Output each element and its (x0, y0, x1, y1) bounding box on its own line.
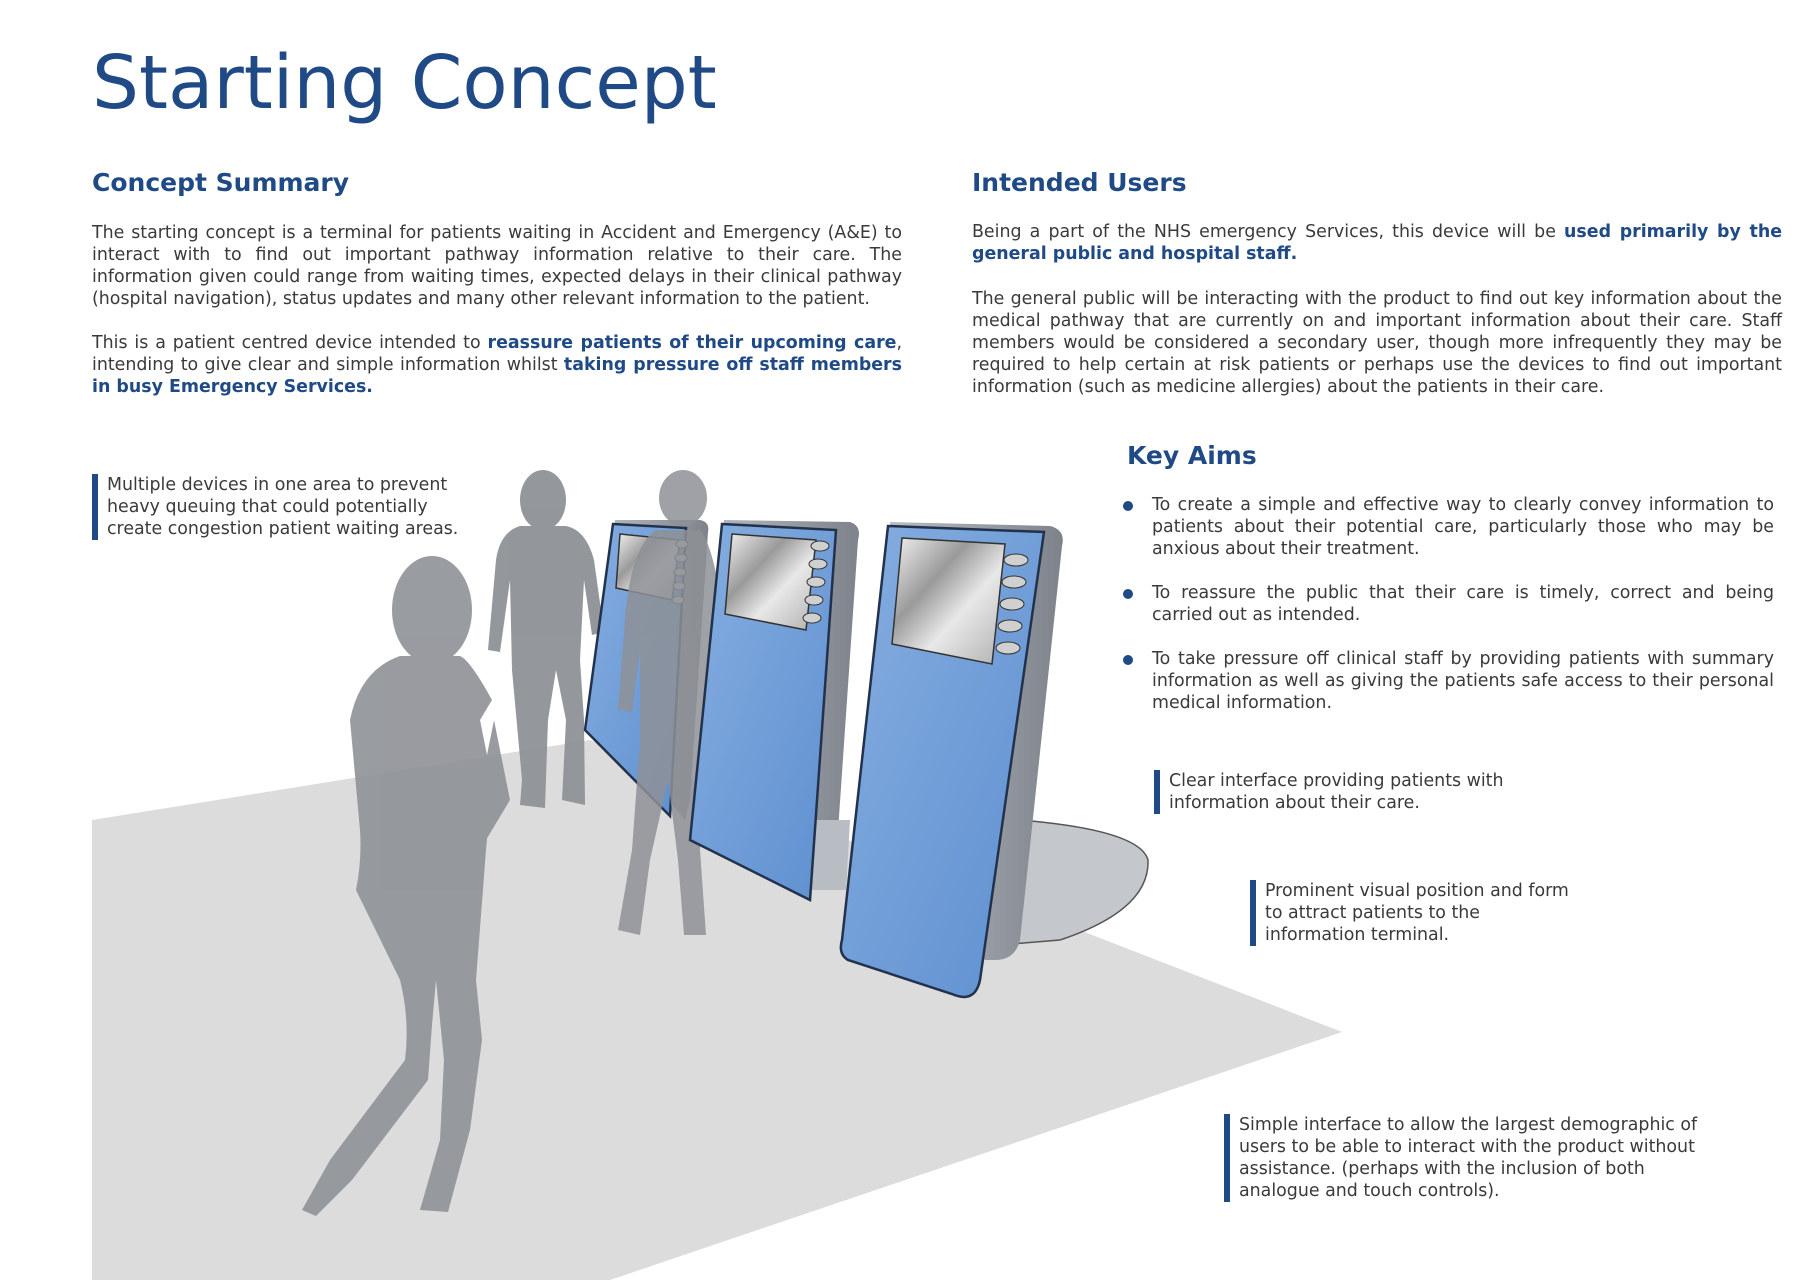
callout-clear-interface: Clear interface providing patients with … (1154, 770, 1509, 814)
concept-summary-text: This is a patient centred device intende… (92, 333, 488, 353)
concept-summary-paragraph-1: The starting concept is a terminal for p… (92, 223, 902, 309)
person-middle-silhouette (618, 470, 734, 935)
key-aims-heading: Key Aims (1127, 441, 1257, 470)
intended-users-text: Being a part of the NHS emergency Servic… (972, 222, 1565, 242)
key-aims-list: To create a simple and effective way to … (1120, 494, 1774, 736)
concept-summary-paragraph-2: This is a patient centred device intende… (92, 332, 902, 398)
page-title: Starting Concept (92, 40, 717, 126)
concept-summary-text: , intending to give clear and simple inf… (92, 333, 902, 375)
bullet-icon (1123, 501, 1133, 511)
person-back-silhouette (488, 470, 604, 808)
intended-users-paragraph-2: The general public will be interacting w… (972, 289, 1782, 397)
intended-users-paragraph-1: Being a part of the NHS emergency Servic… (972, 221, 1782, 265)
key-aim-text: To reassure the public that their care i… (1152, 583, 1774, 625)
callout-multiple-devices: Multiple devices in one area to prevent … (92, 474, 467, 540)
list-item: To take pressure off clinical staff by p… (1120, 648, 1774, 714)
concept-summary-emphasis: reassure patients of their upcoming care (487, 333, 897, 353)
concept-summary-emphasis: taking pressure off staff members in bus… (92, 355, 902, 397)
key-aim-text: To take pressure off clinical staff by p… (1152, 649, 1774, 713)
intended-users-heading: Intended Users (972, 168, 1187, 197)
callout-simple-interface: Simple interface to allow the largest de… (1224, 1114, 1709, 1202)
key-aim-text: To create a simple and effective way to … (1152, 495, 1774, 559)
intended-users-emphasis: used primarily by the general public and… (972, 222, 1783, 264)
bullet-icon (1123, 655, 1133, 665)
kiosk-illustration (92, 470, 1342, 1280)
concept-summary-heading: Concept Summary (92, 168, 350, 197)
kiosk-3 (839, 522, 1149, 999)
bullet-icon (1123, 589, 1133, 599)
kiosk-2 (688, 520, 859, 902)
list-item: To create a simple and effective way to … (1120, 494, 1774, 560)
person-front-silhouette (302, 556, 510, 1216)
callout-prominent-position: Prominent visual position and form to at… (1250, 880, 1585, 946)
list-item: To reassure the public that their care i… (1120, 582, 1774, 626)
